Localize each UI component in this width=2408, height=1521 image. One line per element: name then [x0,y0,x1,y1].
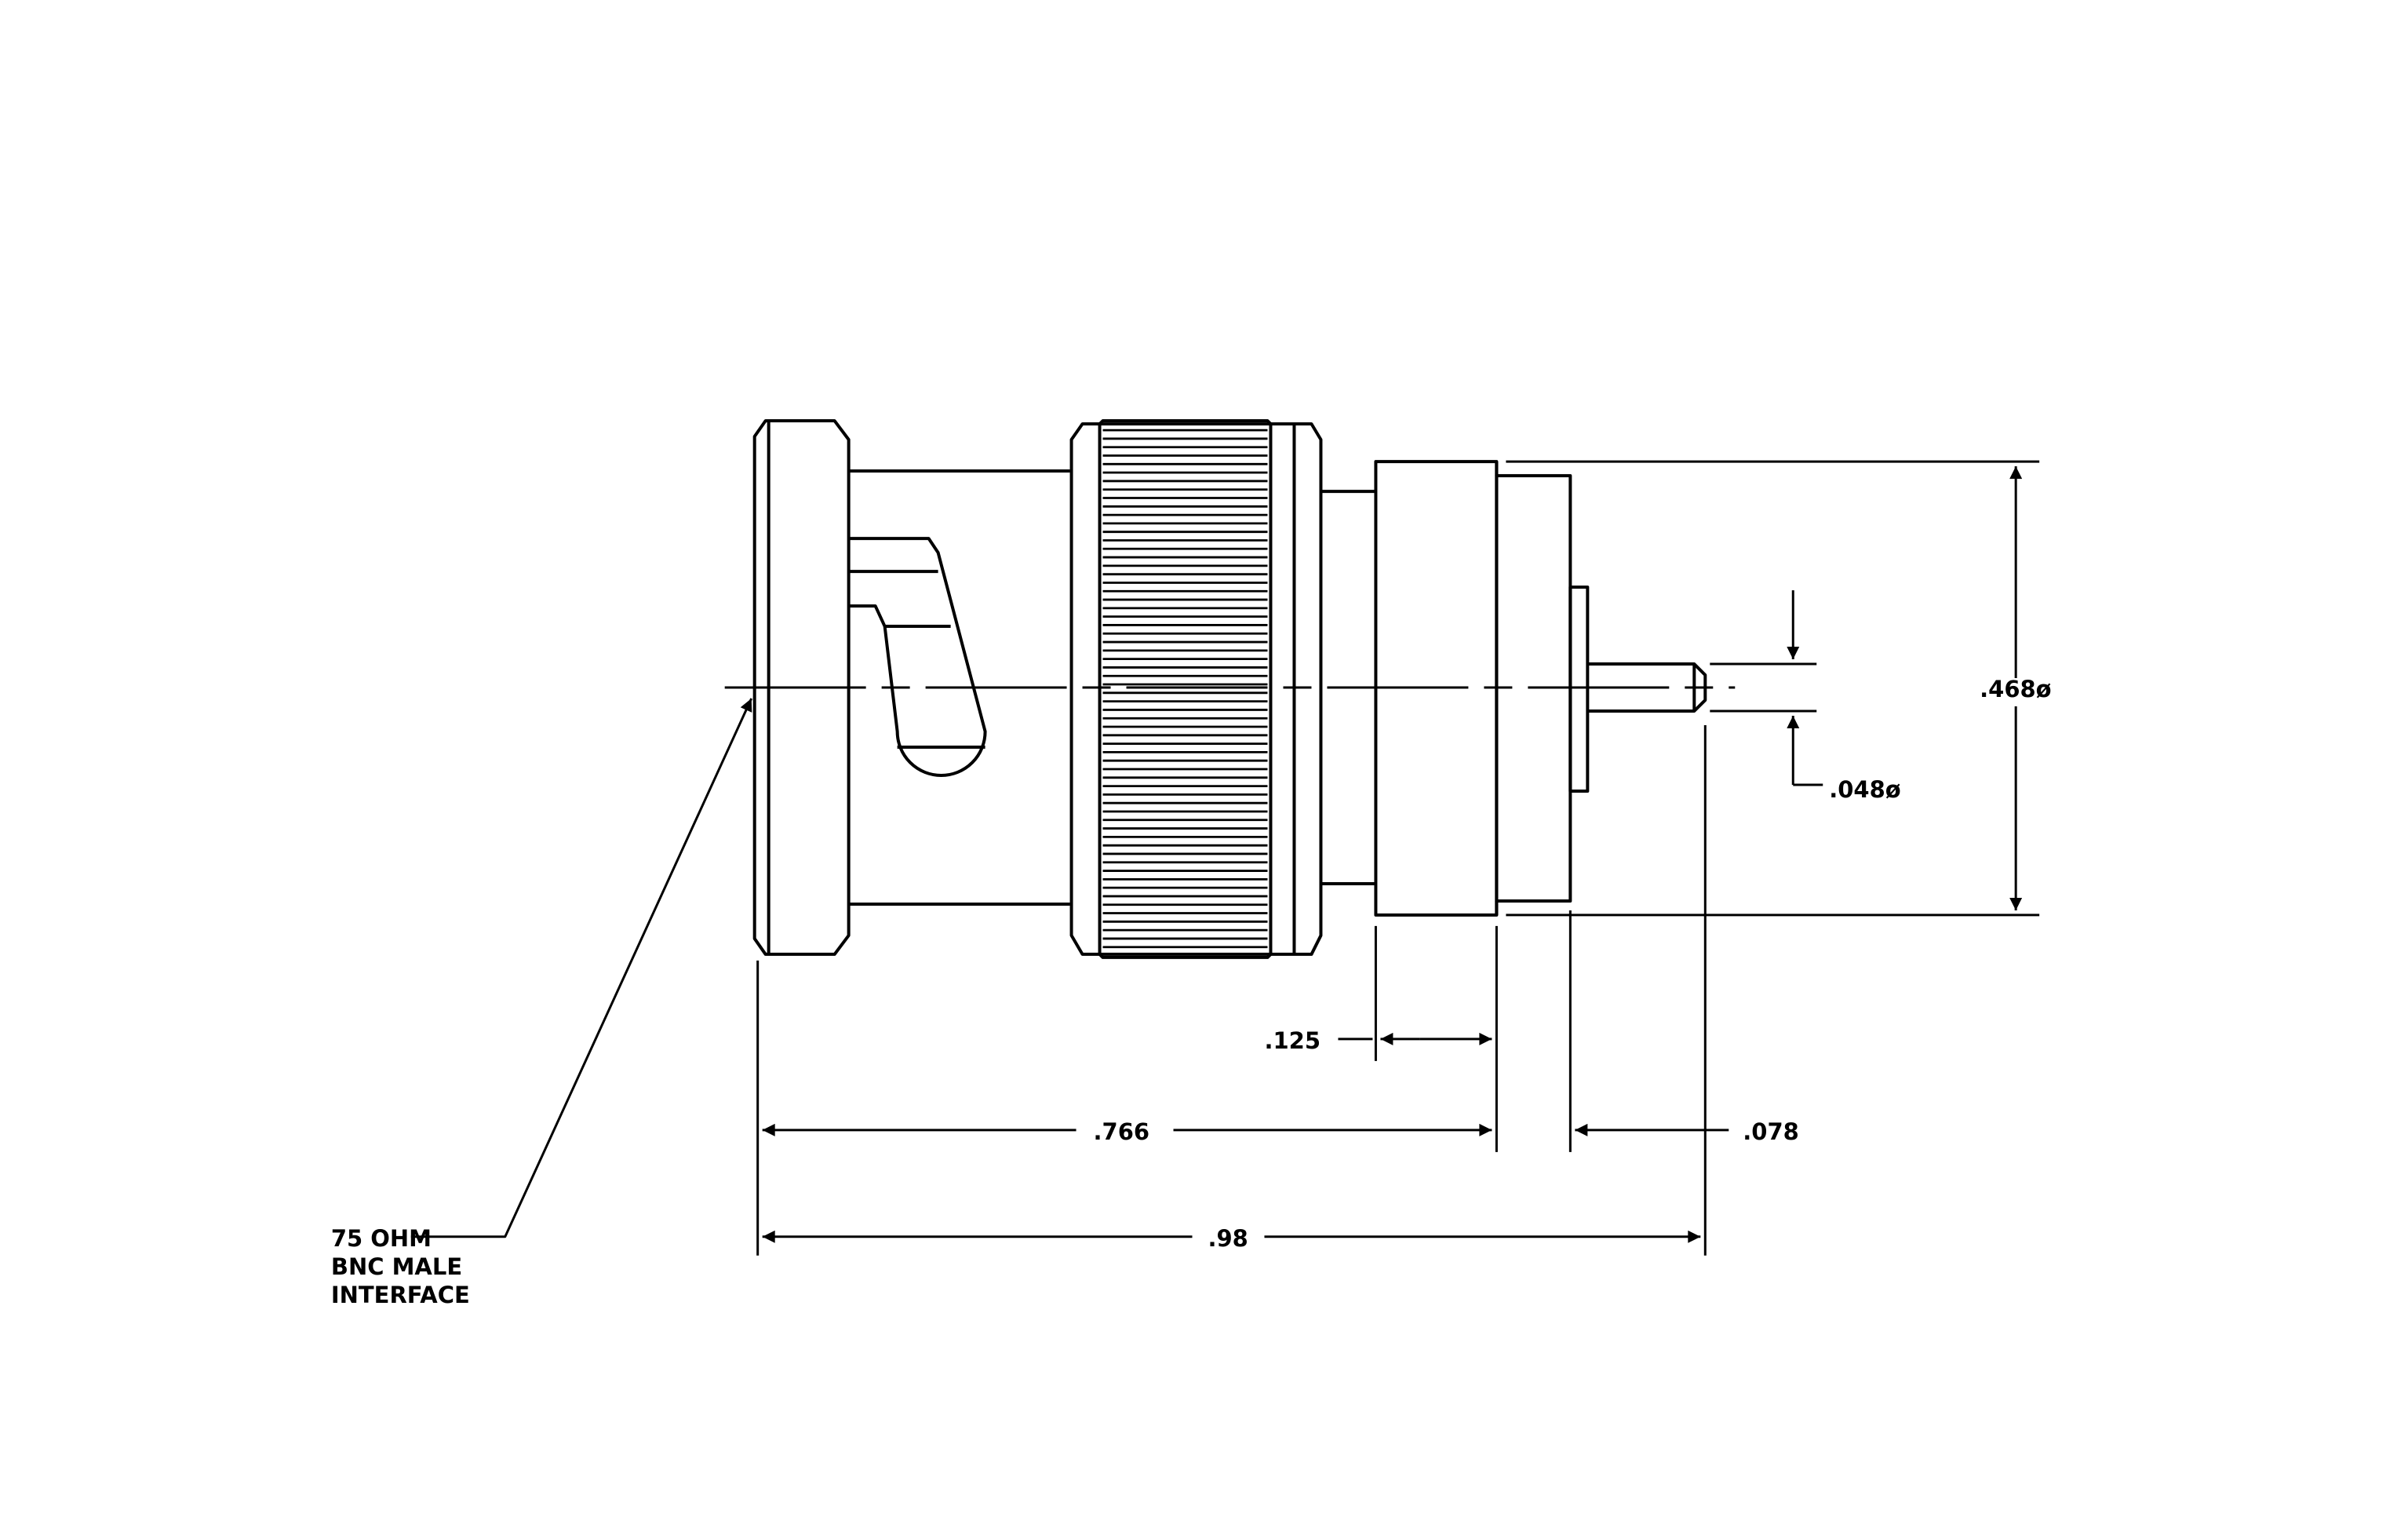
extension-lines [756,460,2040,1256]
dim-body-length: .766 [1094,1118,1150,1145]
knurl-pattern [1102,429,1268,949]
dim-overall-length: .98 [1208,1225,1248,1252]
insulator [1568,585,1590,793]
callout-line-1: 75 OHM [331,1225,432,1252]
dim-flange-width: .125 [1264,1027,1321,1054]
callout-line-2: BNC MALE [331,1253,462,1280]
dim-pin-extension: .078 [1743,1118,1799,1145]
dim-pin-diameter: .048ø [1829,776,1900,803]
neck [1321,490,1376,885]
callout-leader [410,698,753,1238]
knurled-nut [1069,419,1323,959]
body-barrel [848,469,1070,906]
callout-line-3: INTERFACE [331,1282,470,1308]
dim-overall-diameter: .468ø [1980,676,2051,702]
bayonet-slot [848,537,987,777]
dimension-lines [762,466,2023,1243]
